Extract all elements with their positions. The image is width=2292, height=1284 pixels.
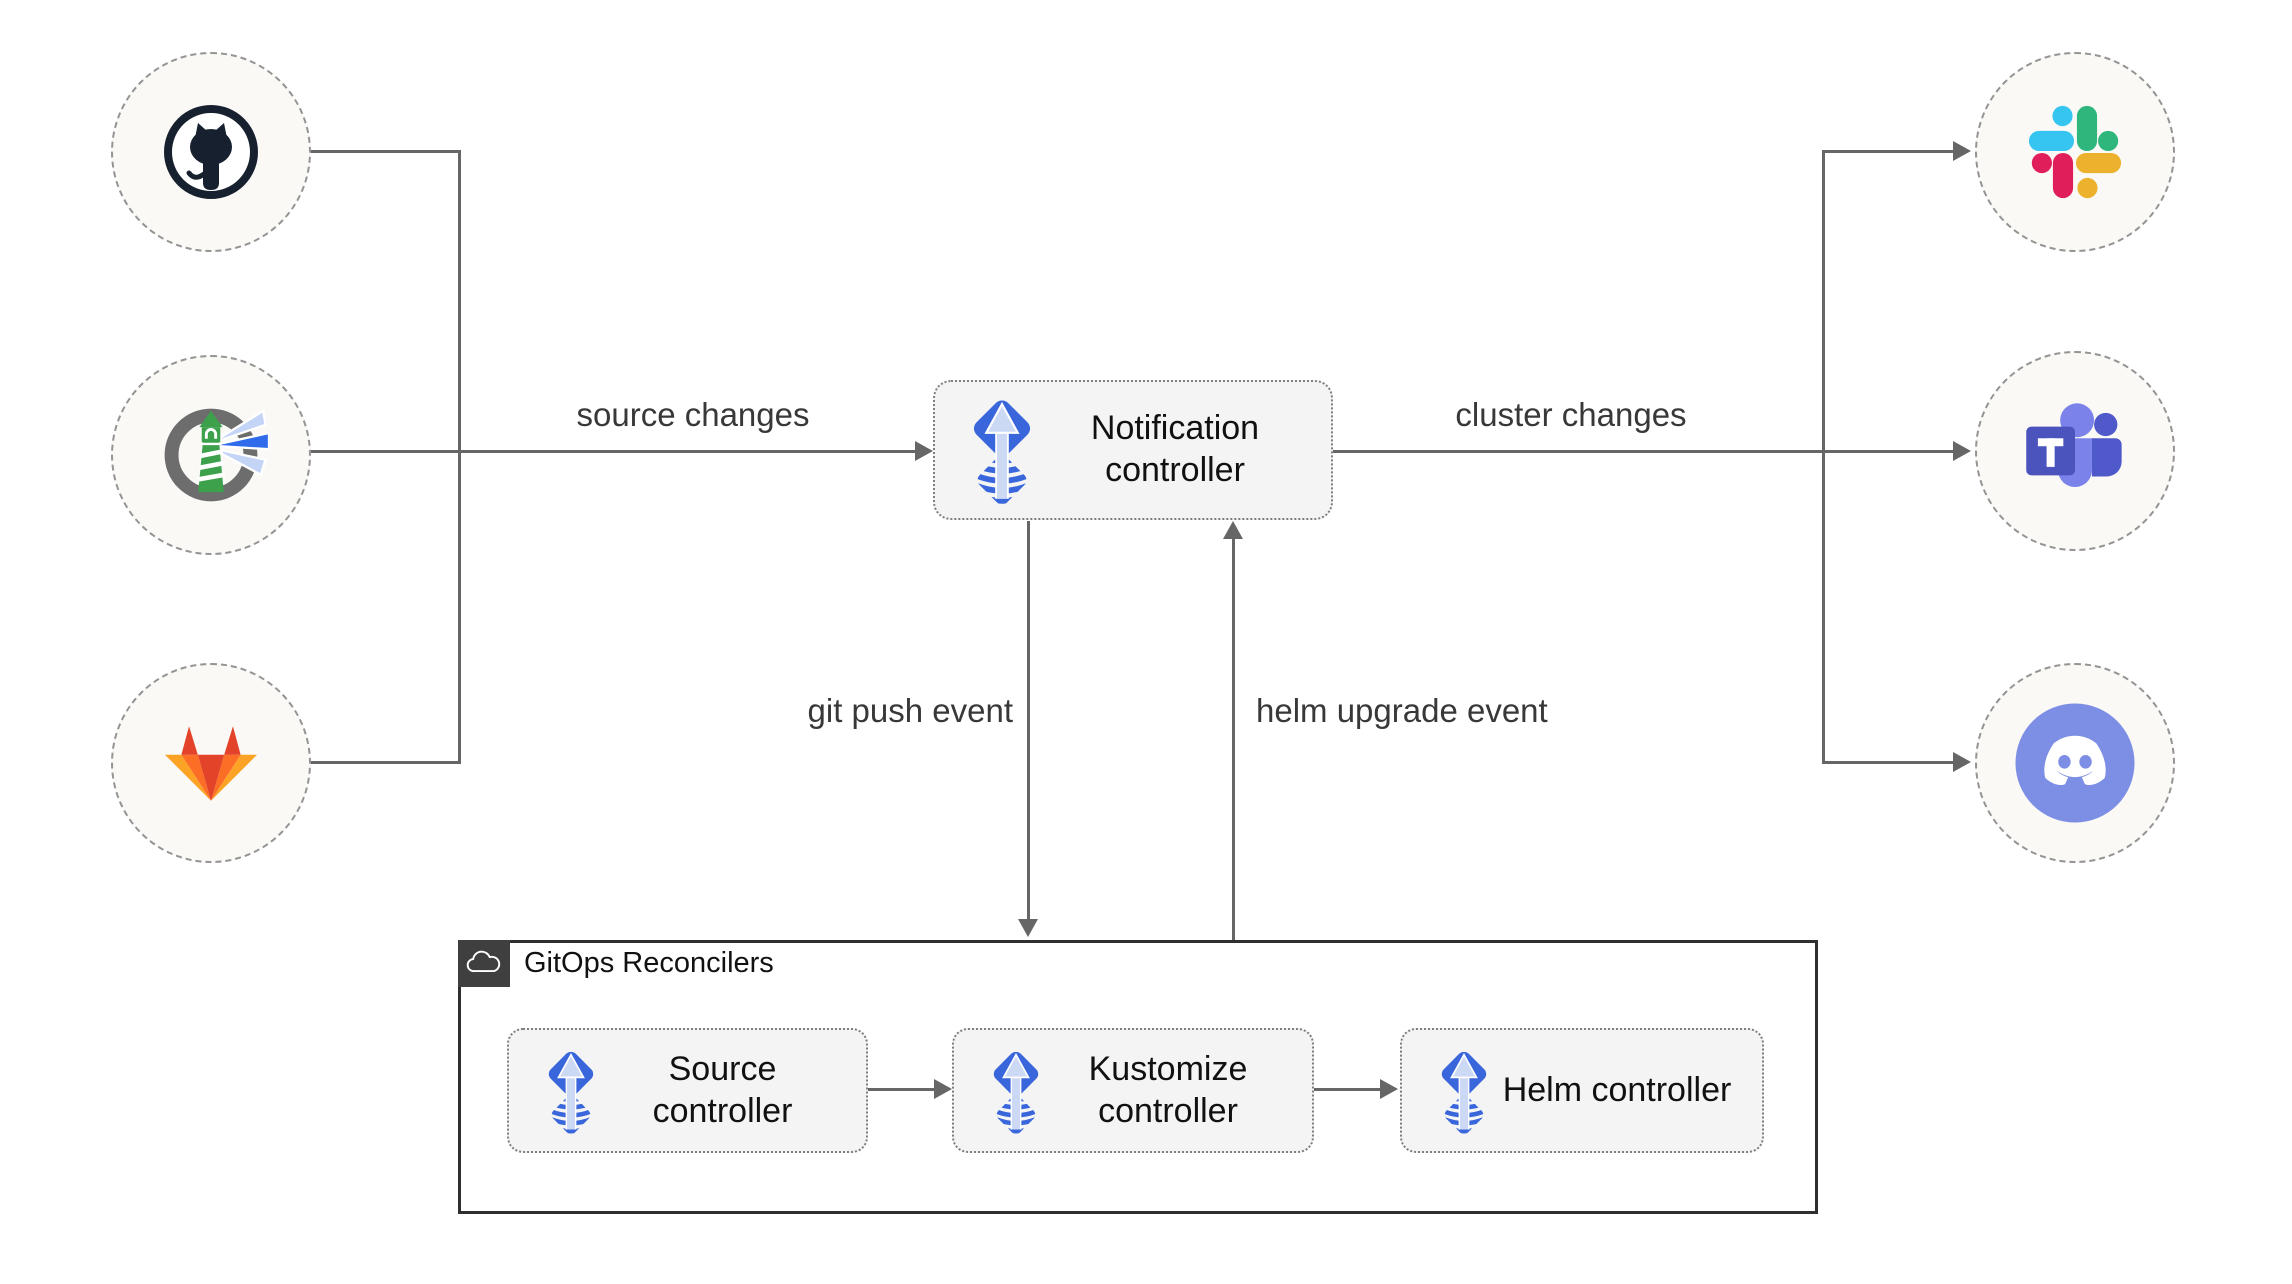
edge-discord-arrowhead [1953,752,1971,772]
edge-label-source-changes: source changes [576,396,810,433]
edge-source-changes-line [311,450,916,453]
gitlab-icon [156,724,266,803]
slack-icon [2027,104,2123,200]
edge-teams-line [1825,450,1954,453]
slack-node [1975,52,2175,252]
edge-kustomize-to-helm-line [1314,1088,1382,1091]
github-node [111,52,311,252]
source-controller-node: Source controller [507,1028,868,1153]
microsoft-teams-icon [2022,398,2128,504]
edge-cluster-changes-line [1333,450,1822,453]
harbor-icon [153,397,269,513]
edge-slack-arrowhead [1953,141,1971,161]
helm-controller-label: Helm controller [1502,1070,1732,1109]
edge-git-push-line [1027,521,1030,919]
kustomize-controller-label: Kustomize controller [1088,1049,1248,1130]
edge-gitlab-line [311,761,459,764]
cloud-icon [465,950,503,977]
flux-icon [959,394,1045,506]
flux-icon [1430,1046,1498,1136]
edge-label-cluster-changes: cluster changes [1455,396,1687,433]
edge-kustomize-to-helm-arrowhead [1380,1079,1398,1099]
edge-helm-upgrade-arrowhead [1223,521,1243,539]
edge-source-to-kustomize-arrowhead [934,1079,952,1099]
harbor-node [111,355,311,555]
microsoft-teams-node [1975,351,2175,551]
edge-helm-upgrade-line [1232,539,1235,940]
gitlab-node [111,663,311,863]
discord-node [1975,663,2175,863]
edge-left-branch-line [458,150,461,764]
edge-label-helm-upgrade-event: helm upgrade event [1256,692,1548,729]
gitops-reconcilers-group [458,940,1818,1214]
source-controller-label: Source controller [652,1049,793,1130]
helm-controller-node: Helm controller [1400,1028,1764,1153]
flux-icon [537,1046,605,1136]
edge-discord-line [1822,761,1954,764]
edge-right-branch-line [1822,150,1825,764]
gitops-reconcilers-title: GitOps Reconcilers [524,947,774,979]
notification-controller-label: Notification controller [1090,409,1260,489]
edge-teams-arrowhead [1953,441,1971,461]
edge-source-to-kustomize-line [868,1088,936,1091]
gitops-reconcilers-badge [458,940,510,987]
github-icon [161,102,261,202]
edge-source-changes-arrowhead [915,441,933,461]
edge-git-push-arrowhead [1018,919,1038,937]
edge-github-line [311,150,459,153]
edge-label-git-push-event: git push event [807,692,1013,729]
discord-icon [2013,701,2137,825]
edge-slack-line [1822,150,1954,153]
kustomize-controller-node: Kustomize controller [952,1028,1314,1153]
notification-controller-node: Notification controller [933,380,1333,520]
flux-icon [982,1046,1050,1136]
